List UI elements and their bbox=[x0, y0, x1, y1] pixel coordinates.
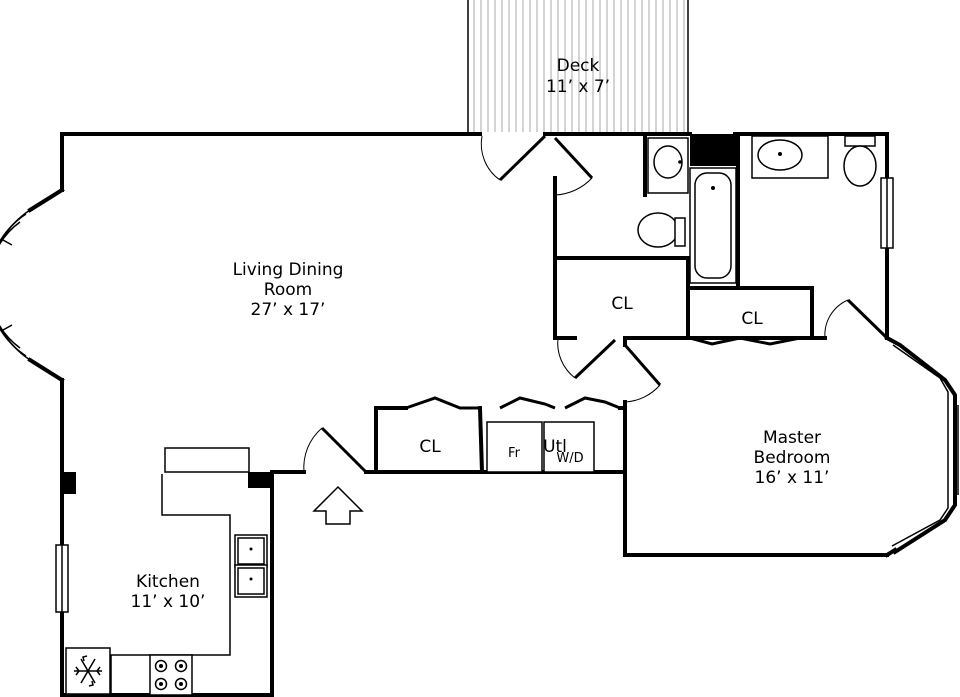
bifold-doors bbox=[405, 336, 801, 410]
stove-icon bbox=[149, 654, 193, 696]
utility-closet bbox=[486, 421, 595, 473]
master-bath-door[interactable] bbox=[824, 298, 889, 340]
entry-arrow-icon bbox=[312, 485, 364, 525]
kitchen-size: 11’ x 10’ bbox=[131, 592, 206, 612]
deck-area bbox=[467, 0, 689, 134]
bedroom-door[interactable] bbox=[623, 344, 662, 403]
closet-door[interactable] bbox=[557, 337, 617, 380]
bathroom-fixtures bbox=[637, 135, 877, 284]
bath-closet-label: CL bbox=[611, 294, 633, 314]
kitchen-fixtures bbox=[110, 447, 268, 695]
washer-dryer-label: W/D bbox=[556, 451, 583, 466]
bedroom-closet-label: CL bbox=[741, 309, 763, 329]
fridge-label: Fr bbox=[508, 446, 521, 461]
bath-door[interactable] bbox=[553, 136, 594, 196]
master-name-line2: Bedroom bbox=[754, 448, 831, 468]
deck-door[interactable] bbox=[480, 134, 547, 182]
hall-closet-label: CL bbox=[419, 437, 441, 457]
master-size: 16’ x 11’ bbox=[755, 468, 830, 488]
living-name-line1: Living Dining bbox=[233, 260, 344, 280]
deck-name: Deck bbox=[557, 56, 600, 76]
entry-door[interactable] bbox=[303, 426, 368, 474]
master-bay-window bbox=[884, 335, 959, 555]
exterior-walls bbox=[27, 132, 898, 697]
living-size: 27’ x 17’ bbox=[251, 300, 326, 320]
living-name-line2: Room bbox=[264, 280, 312, 300]
windows bbox=[55, 177, 894, 613]
living-bay-window bbox=[0, 209, 31, 361]
deck-size: 11’ x 7’ bbox=[546, 77, 610, 97]
master-name-line1: Master bbox=[763, 428, 821, 448]
kitchen-name: Kitchen bbox=[136, 572, 200, 592]
snowflake-icon-glyph bbox=[74, 655, 102, 687]
utility-label: Utl bbox=[543, 437, 567, 457]
